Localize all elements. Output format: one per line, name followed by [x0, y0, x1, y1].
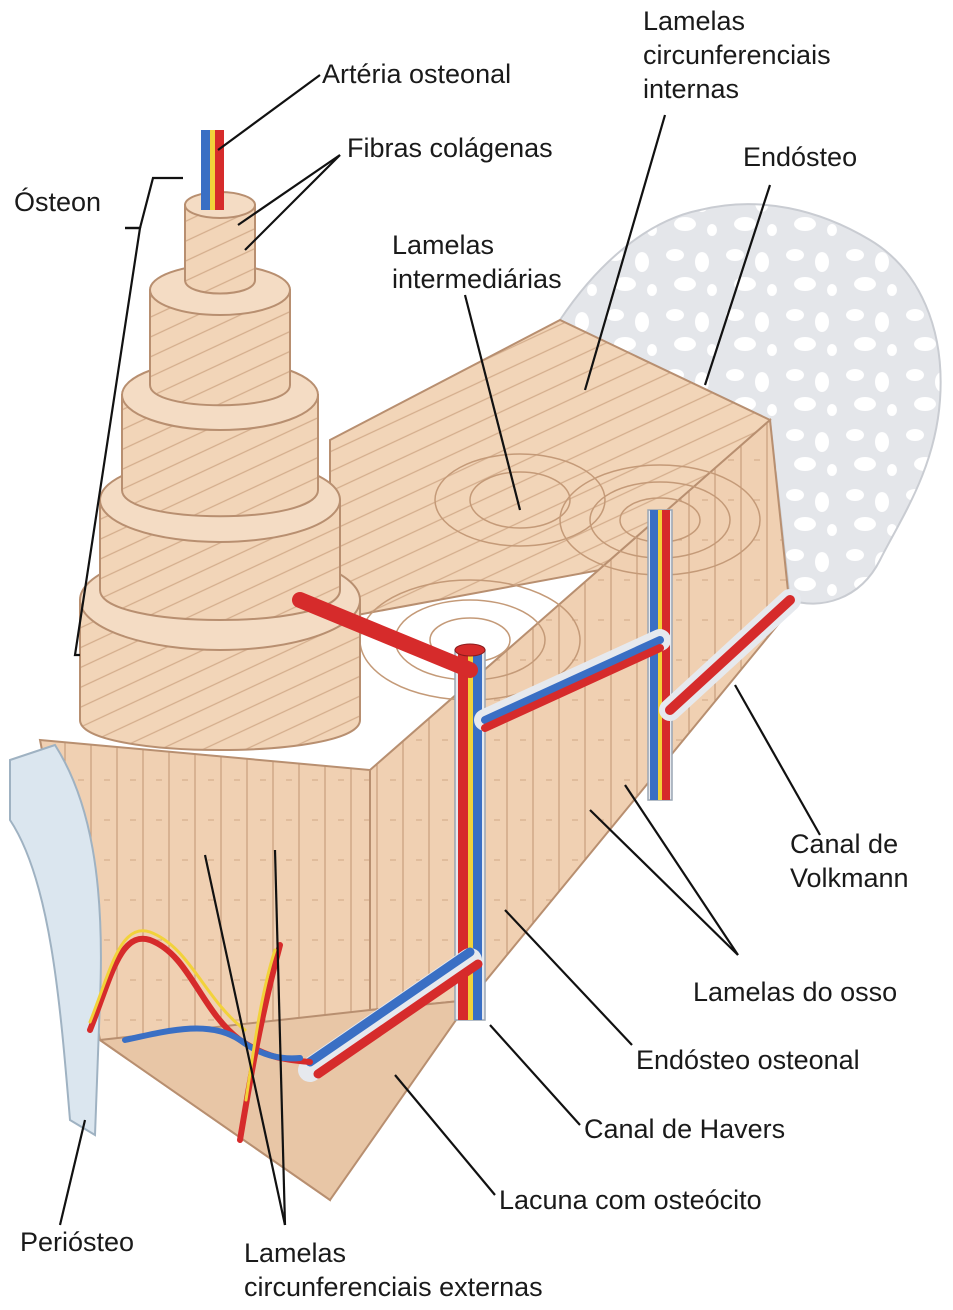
- label-line: circunferenciais: [643, 38, 831, 72]
- label-lamelas-intermediarias: Lamelas intermediárias: [392, 228, 562, 296]
- label-lacuna-osteocito: Lacuna com osteócito: [499, 1183, 762, 1217]
- label-fibras-colagenas: Fibras colágenas: [347, 131, 553, 165]
- osteonal-vessels: [201, 130, 224, 210]
- label-line: circunferenciais externas: [244, 1270, 543, 1304]
- label-line: Lamelas: [392, 228, 562, 262]
- label-line: internas: [643, 72, 831, 106]
- label-line: intermediárias: [392, 262, 562, 296]
- label-canal-volkmann: Canal de Volkmann: [790, 827, 909, 895]
- label-lamelas-circ-internas: Lamelas circunferenciais internas: [643, 4, 831, 106]
- label-endosteo: Endósteo: [743, 140, 857, 174]
- label-periosteo: Periósteo: [20, 1225, 134, 1259]
- label-line: Volkmann: [790, 861, 909, 895]
- label-line: Lamelas: [244, 1236, 543, 1270]
- label-lamelas-circ-externas: Lamelas circunferenciais externas: [244, 1236, 543, 1304]
- label-line: Canal de: [790, 827, 909, 861]
- osteon-tower: [80, 192, 360, 750]
- label-line: Lamelas: [643, 4, 831, 38]
- label-canal-havers: Canal de Havers: [584, 1112, 785, 1146]
- label-osteon: Ósteon: [14, 185, 101, 219]
- label-endosteo-osteonal: Endósteo osteonal: [636, 1043, 860, 1077]
- label-arteria-osteonal: Artéria osteonal: [322, 57, 511, 91]
- label-lamelas-osso: Lamelas do osso: [693, 975, 897, 1009]
